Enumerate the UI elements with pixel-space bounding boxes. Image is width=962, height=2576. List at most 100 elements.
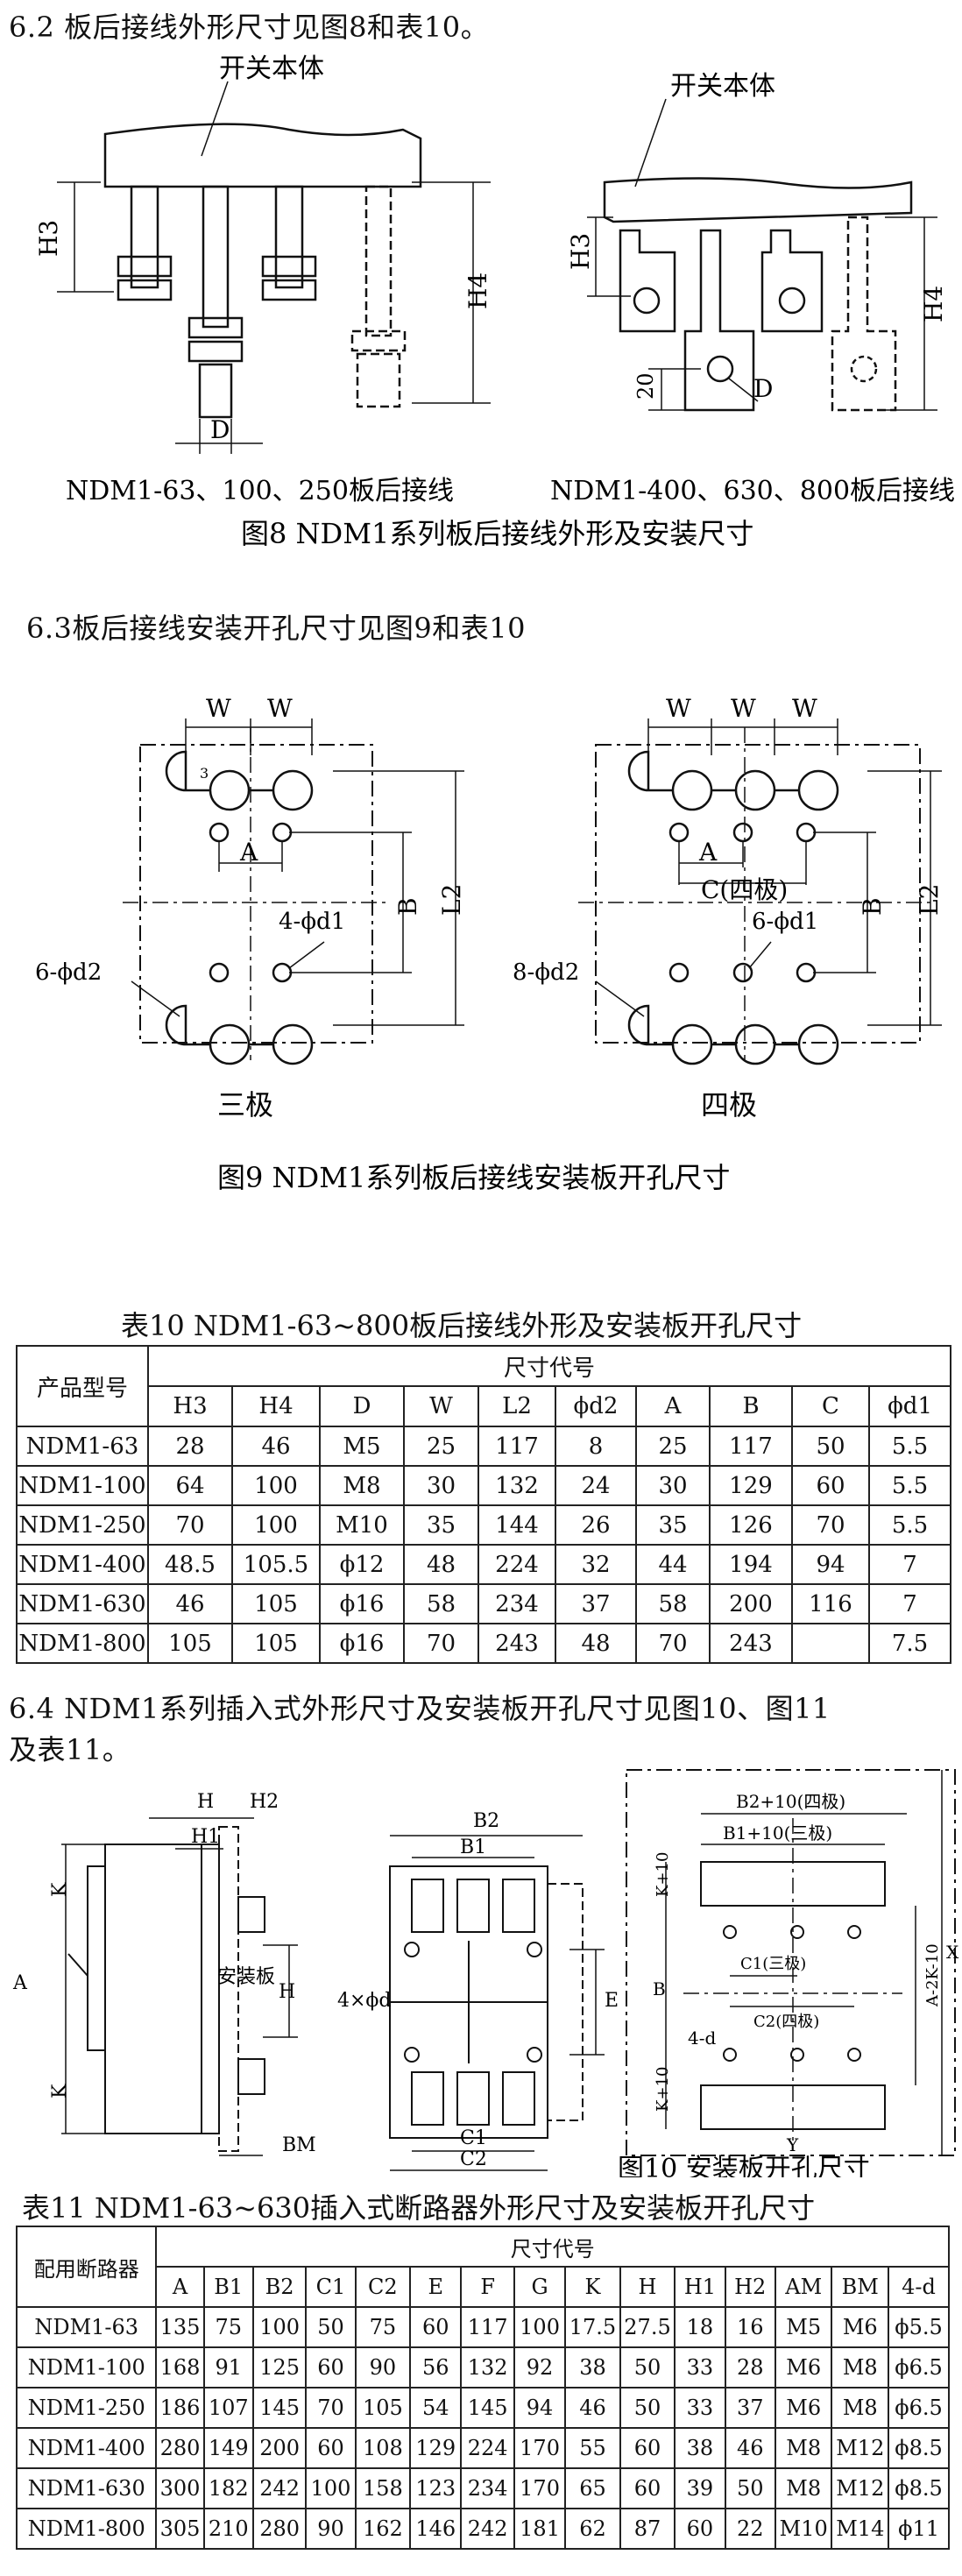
table-cell: 135	[155, 2306, 205, 2348]
table10-col-d2: ϕd2	[555, 1385, 637, 1427]
table10-col-h3: H3	[147, 1385, 233, 1427]
table-cell: M8	[774, 2467, 833, 2509]
table10-col-b: B	[709, 1385, 793, 1427]
table11-title: 表11 NDM1-63~630插入式断路器外形尺寸及安装板开孔尺寸	[22, 2191, 816, 2225]
table-cell: ϕ16	[319, 1623, 405, 1664]
table-cell: 22	[724, 2508, 776, 2550]
fig9-four-pole-label: 四极	[701, 1088, 757, 1122]
table-cell: 75	[202, 2306, 254, 2348]
fig9-w1-3p: W	[206, 694, 231, 723]
table10-title: 表10 NDM1-63~800板后接线外形及安装板开孔尺寸	[121, 1309, 803, 1342]
table-cell: 224	[460, 2427, 515, 2469]
fig9-d1-3p: 4-ϕd1	[279, 909, 345, 935]
fig10-e: E	[605, 1990, 619, 2012]
table-cell: 105	[354, 2387, 412, 2429]
table-cell: ϕ8.5	[888, 2427, 950, 2469]
fig10-c2: C2	[460, 2148, 487, 2170]
table-cell: 32	[555, 1544, 637, 1585]
dim-h4-right: H4	[919, 286, 948, 322]
table10-group-header: 尺寸代号	[146, 1345, 952, 1387]
fig9-w2-3p: W	[267, 694, 293, 723]
table-cell: 50	[619, 2387, 676, 2429]
table-cell: 33	[674, 2346, 726, 2388]
table-cell: 105.5	[231, 1544, 321, 1585]
table10-col-d1: ϕd1	[867, 1385, 952, 1427]
table-cell: 50	[791, 1426, 870, 1467]
table-cell: M8	[831, 2346, 890, 2388]
three-pole-bottom-slots	[165, 1004, 314, 1065]
table-cell: 100	[251, 2306, 308, 2348]
section-6-3-heading: 6.3板后接线安装开孔尺寸见图9和表10	[26, 612, 526, 645]
table-cell: M6	[831, 2306, 890, 2348]
fig9-w1-4p: W	[666, 694, 691, 723]
table-cell: 50	[619, 2346, 676, 2388]
table-cell: NDM1-630	[15, 2467, 158, 2509]
fig10-x: X	[946, 1942, 959, 1963]
figure-10: H H2 H1 K A K 安装板 H BM B2 B1 4×ϕd E C1 C…	[12, 1769, 959, 2177]
table-cell: 60	[619, 2467, 676, 2509]
table-cell: 105	[147, 1623, 233, 1664]
dim-20-right: 20	[633, 372, 658, 400]
table10-col-a: A	[635, 1385, 711, 1427]
table-header-cell: F	[460, 2266, 515, 2308]
table-cell: 24	[555, 1465, 637, 1506]
table-cell: 90	[354, 2346, 412, 2388]
table-cell: 300	[155, 2467, 205, 2509]
table-cell: NDM1-800	[16, 1623, 149, 1664]
table-cell: NDM1-400	[16, 1544, 149, 1585]
dim-h3-right: H3	[566, 233, 595, 270]
table-cell: M6	[774, 2387, 833, 2429]
table-cell: 94	[513, 2387, 567, 2429]
table-cell: 117	[460, 2306, 515, 2348]
table-cell: NDM1-800	[15, 2508, 158, 2550]
table-cell: 242	[251, 2467, 308, 2509]
table-header-cell: B2	[251, 2266, 308, 2308]
table-cell: 50	[724, 2467, 776, 2509]
table-cell: NDM1-63	[15, 2306, 158, 2348]
table10-col-d: D	[319, 1385, 405, 1427]
table-cell: ϕ11	[888, 2508, 950, 2550]
table-cell: 28	[147, 1426, 233, 1467]
table-cell: 25	[635, 1426, 711, 1467]
table-cell: 39	[674, 2467, 726, 2509]
table-cell: 108	[354, 2427, 412, 2469]
table-cell: 56	[409, 2346, 463, 2388]
table-cell: 35	[635, 1504, 711, 1546]
table-cell: 30	[403, 1465, 479, 1506]
table-cell: M10	[319, 1504, 405, 1546]
table-cell: M6	[774, 2346, 833, 2388]
table-cell: NDM1-250	[16, 1504, 149, 1546]
fig10-y: Y	[786, 2134, 799, 2155]
fig8-right-caption: NDM1-400、630、800板后接线	[550, 476, 955, 506]
table-cell: 280	[251, 2508, 308, 2550]
table-cell: 75	[354, 2306, 412, 2348]
section-6-4-heading-line2: 及表11。	[9, 1733, 131, 1766]
table-header-cell: K	[564, 2266, 621, 2308]
table-cell: 100	[231, 1465, 321, 1506]
table-cell: 94	[791, 1544, 870, 1585]
table-cell: 145	[460, 2387, 515, 2429]
table-cell: 60	[791, 1465, 870, 1506]
table-cell: M5	[774, 2306, 833, 2348]
table-header-cell: A	[155, 2266, 205, 2308]
fig10-b1: B1	[460, 1836, 486, 1858]
table-cell: 126	[709, 1504, 793, 1546]
table-cell	[791, 1623, 870, 1664]
table10-rowhead: 产品型号	[16, 1345, 149, 1427]
table-cell: 17.5	[564, 2306, 621, 2348]
fig9-d2-4p: 8-ϕd2	[513, 959, 579, 986]
fig10-c2-4p: C2(四极)	[753, 2013, 819, 2031]
fig10-caption: 图10 安装板开孔尺寸	[618, 2154, 870, 2177]
table-cell: 28	[724, 2346, 776, 2388]
switch-body-label-right: 开关本体	[670, 71, 775, 102]
table-header-cell: B1	[202, 2266, 254, 2308]
table-cell: 123	[409, 2467, 463, 2509]
fig9-d1-4p: 6-ϕd1	[752, 909, 818, 935]
switch-body-right	[603, 177, 913, 223]
table-header-cell: G	[513, 2266, 567, 2308]
fig10-k-bottom: K	[49, 2084, 71, 2098]
table-cell: ϕ16	[319, 1583, 405, 1624]
